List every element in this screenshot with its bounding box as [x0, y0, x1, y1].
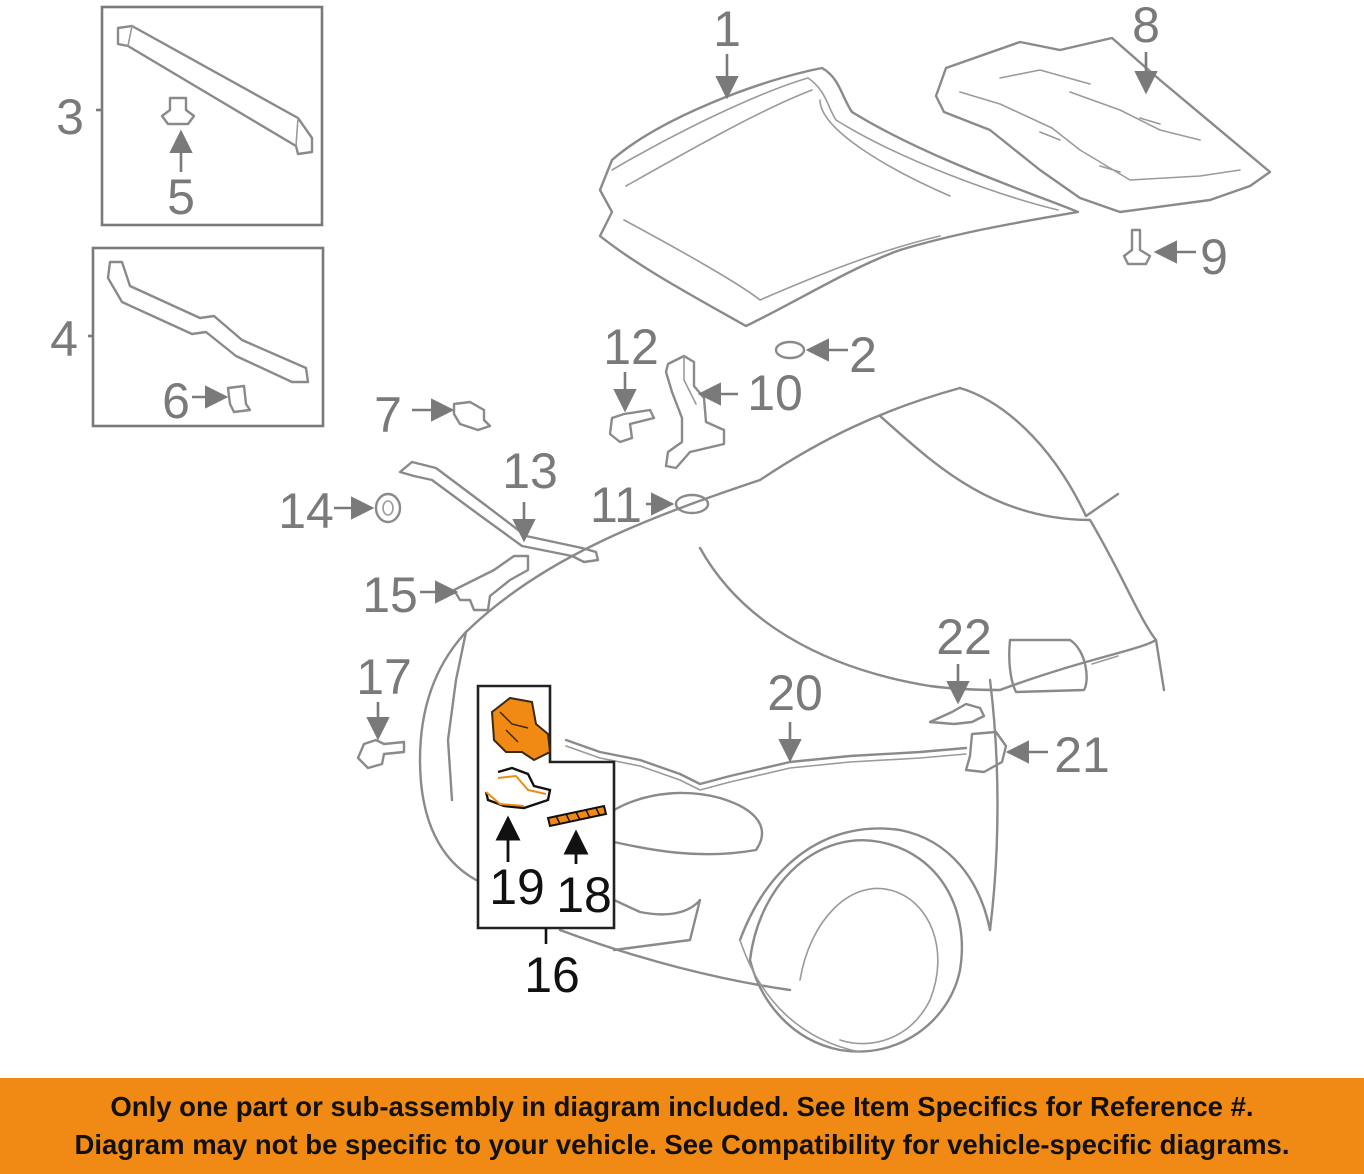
rod-holder-part-15: [452, 554, 530, 612]
hood-latch-assembly-box-16: [476, 684, 616, 944]
callout-9: 9: [1200, 229, 1228, 285]
callout-14: 14: [278, 483, 334, 539]
callout-12: 12: [603, 319, 659, 375]
callout-21: 21: [1054, 727, 1110, 783]
inset-box-3: [96, 5, 324, 227]
release-handle-part-21: [964, 730, 1008, 774]
callout-3: 3: [56, 89, 84, 145]
callout-8: 8: [1132, 0, 1160, 53]
hood-seal-side-part-4: [106, 260, 310, 384]
release-lever-part-22: [928, 702, 986, 726]
hood-seal-front-part-3: [116, 24, 314, 156]
grommet-part-14: [374, 492, 402, 524]
hood-panel-part-1: [598, 66, 1080, 328]
callout-11: 11: [590, 477, 642, 533]
grommet-part-2: [774, 340, 806, 360]
clip-part-9: [1122, 228, 1152, 266]
disclaimer-line-2: Diagram may not be specific to your vehi…: [74, 1129, 1290, 1160]
callout-19: 19: [489, 859, 545, 915]
bolt-part-17: [356, 738, 406, 770]
latch-spring-part-18: [546, 804, 608, 828]
grommet-part-11: [674, 493, 710, 515]
callout-10: 10: [747, 365, 803, 421]
callout-4: 4: [50, 311, 78, 367]
callout-16: 16: [524, 947, 580, 1003]
inset-box-4: [88, 246, 325, 428]
callout-5: 5: [167, 169, 195, 225]
release-cable-part-20: [564, 738, 968, 786]
callout-13: 13: [502, 443, 558, 499]
disclaimer-banner: Only one part or sub-assembly in diagram…: [0, 1078, 1364, 1174]
callout-15: 15: [362, 567, 418, 623]
clip-part-6: [226, 384, 252, 414]
callout-2: 2: [849, 327, 877, 383]
vehicle-front-outline: [418, 386, 1166, 1053]
bolt-part-12: [608, 408, 656, 444]
callout-7: 7: [374, 387, 402, 443]
support-rod-part-13: [398, 460, 600, 564]
callout-22: 22: [936, 609, 992, 665]
clip-part-5: [160, 96, 196, 126]
callout-6: 6: [162, 373, 190, 429]
hood-hinge-part-10: [664, 354, 726, 470]
hood-latch-highlighted: [490, 696, 552, 762]
diagram-canvas: 1 2 3 4 5 6 7 8 9 10 11 12 13 14 15 16 1…: [50, 0, 1272, 1053]
callout-17: 17: [356, 649, 412, 705]
latch-cable-part-19: [484, 766, 552, 810]
callout-1: 1: [713, 1, 741, 57]
hood-insulator-part-8: [934, 36, 1272, 214]
callout-20: 20: [767, 665, 823, 721]
callout-18: 18: [556, 867, 612, 923]
clip-part-7: [452, 400, 492, 432]
disclaimer-line-1: Only one part or sub-assembly in diagram…: [110, 1091, 1254, 1122]
